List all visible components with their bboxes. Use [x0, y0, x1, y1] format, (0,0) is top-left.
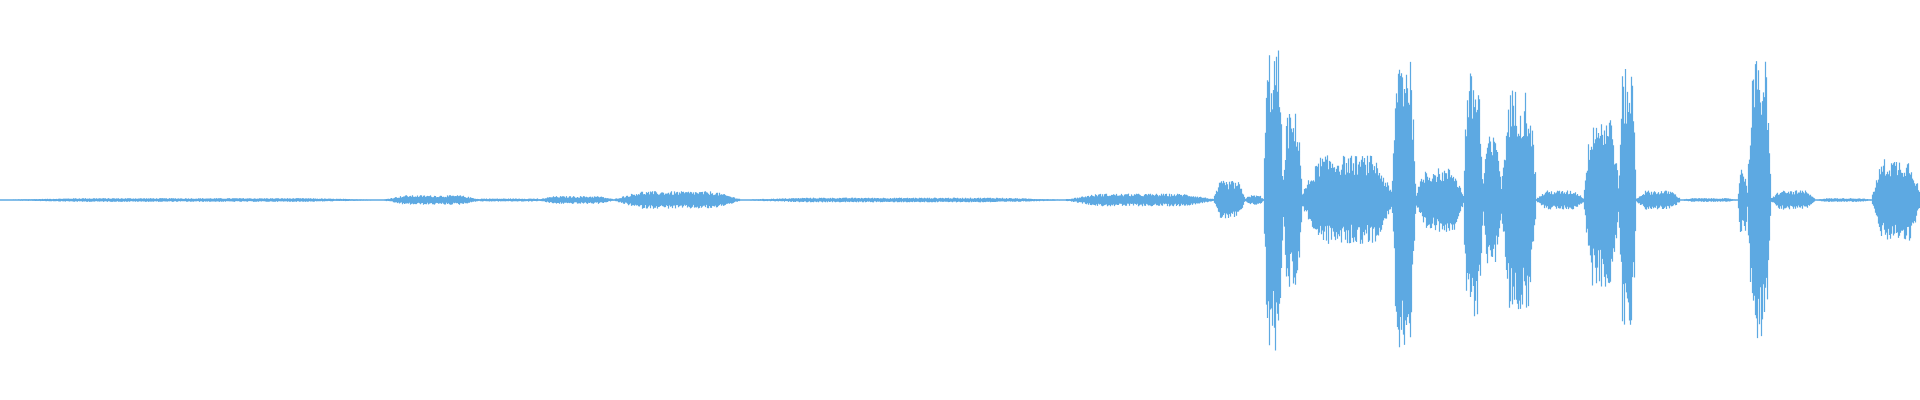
waveform-bars — [0, 50, 1920, 351]
waveform-signal — [0, 50, 1920, 351]
